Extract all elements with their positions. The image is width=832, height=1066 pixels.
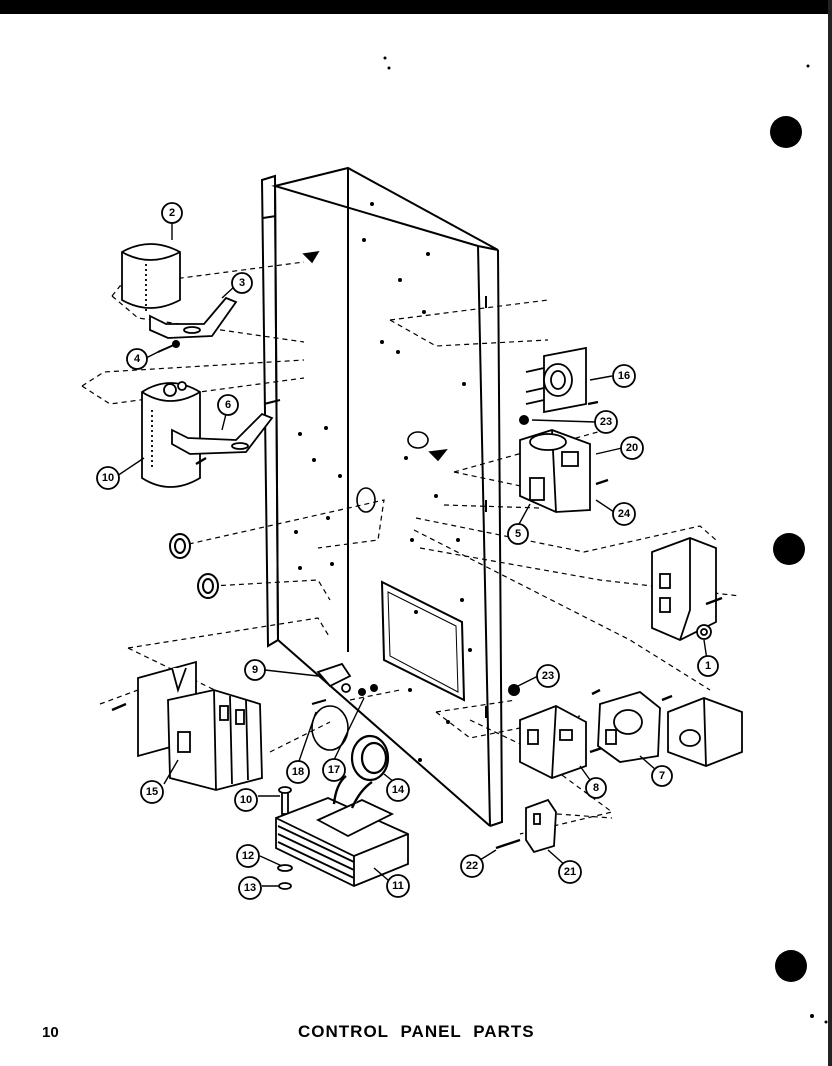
top-border (0, 0, 832, 14)
transformer (275, 775, 409, 887)
scan-specks (383, 56, 828, 1024)
relay-bracket (525, 346, 599, 414)
capacitor-bracket (149, 296, 238, 339)
callout-17-label: 17 (328, 764, 340, 776)
callout-23-lower: 23 (536, 664, 560, 688)
control-panel (260, 166, 504, 827)
callout-3: 3 (231, 272, 253, 294)
callout-20: 20 (620, 436, 644, 460)
terminal-bracket (495, 798, 557, 854)
callout-leaders (116, 223, 708, 887)
callout-9-label: 9 (252, 664, 258, 676)
punch-hole-top (770, 116, 802, 148)
callout-11: 11 (386, 874, 410, 898)
switch-7 (591, 688, 661, 763)
relay (519, 429, 609, 513)
callout-22-label: 22 (466, 860, 478, 872)
callout-21: 21 (558, 860, 582, 884)
callout-15: 15 (140, 780, 164, 804)
relay-8 (519, 705, 603, 779)
callout-7: 7 (651, 765, 673, 787)
callout-18-label: 18 (292, 766, 304, 778)
callout-14-label: 14 (392, 784, 405, 796)
callout-2-label: 2 (169, 207, 175, 219)
callout-1: 1 (697, 655, 719, 677)
callout-24: 24 (612, 502, 636, 526)
callout-8: 8 (585, 777, 607, 799)
callout-6-label: 6 (225, 399, 231, 411)
callout-8-label: 8 (593, 782, 599, 794)
timer (651, 537, 723, 641)
callout-3-label: 3 (239, 277, 245, 289)
page-title: CONTROL PANEL PARTS (298, 1022, 535, 1041)
callout-18: 18 (286, 760, 310, 784)
callout-15-label: 15 (146, 786, 158, 798)
panel-holes (294, 202, 472, 762)
callout-10-capacitor: 10 (96, 466, 120, 490)
callout-14: 14 (386, 778, 410, 802)
callout-10-bolt-label: 10 (240, 794, 252, 806)
control-box (661, 694, 743, 767)
callout-16: 16 (612, 364, 636, 388)
callout-12: 12 (236, 844, 260, 868)
callout-23-lower-label: 23 (542, 670, 554, 682)
page-number: 10 (42, 1024, 59, 1041)
nut-23-lower (508, 684, 520, 696)
callout-23-upper: 23 (594, 410, 618, 434)
callout-21-label: 21 (564, 866, 576, 878)
callout-13: 13 (238, 876, 262, 900)
callout-9: 9 (244, 659, 266, 681)
callout-17: 17 (322, 758, 346, 782)
callout-20-label: 20 (626, 442, 638, 454)
callout-11-label: 11 (392, 880, 404, 892)
callout-10-bolt: 10 (234, 788, 258, 812)
callout-10-capacitor-label: 10 (102, 472, 114, 484)
panel-openings (302, 250, 448, 751)
capacitor-large (141, 381, 201, 488)
punch-hole-bottom (775, 950, 807, 982)
callout-24-label: 24 (618, 508, 631, 520)
screw-4 (157, 340, 180, 353)
grommet-lower (197, 573, 219, 599)
callout-16-label: 16 (618, 370, 630, 382)
grommet-upper (169, 533, 191, 559)
callout-1-label: 1 (705, 660, 711, 672)
fasteners-18-17 (311, 684, 378, 705)
contactor (111, 660, 263, 791)
right-edge (828, 0, 832, 1066)
callout-4: 4 (126, 348, 148, 370)
nut-23-upper (519, 415, 529, 425)
callout-4-label: 4 (134, 353, 141, 365)
wire-clip (316, 662, 352, 693)
capacitor-bracket-6 (171, 412, 274, 466)
callout-22: 22 (460, 854, 484, 878)
callout-5: 5 (507, 523, 529, 545)
callout-23-upper-label: 23 (600, 416, 612, 428)
callout-6: 6 (217, 394, 239, 416)
bushing-ring (350, 734, 390, 782)
capacitor-top (121, 243, 181, 312)
callout-13-label: 13 (244, 882, 256, 894)
callout-7-label: 7 (659, 770, 665, 782)
punch-hole-middle (773, 533, 805, 565)
callout-12-label: 12 (242, 850, 254, 862)
callout-5-label: 5 (515, 528, 521, 540)
callout-2: 2 (161, 202, 183, 224)
